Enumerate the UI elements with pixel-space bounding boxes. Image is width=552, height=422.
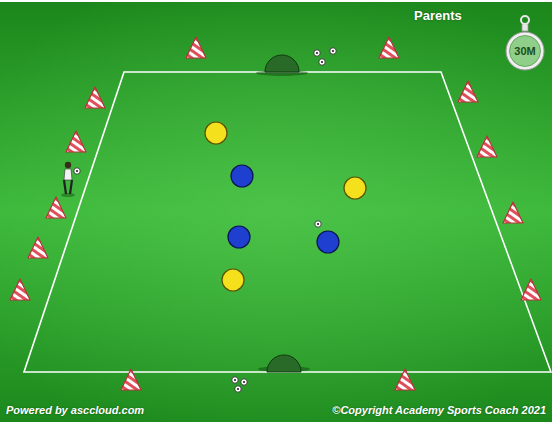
stopwatch-rim	[506, 32, 544, 70]
figure-shirt	[64, 169, 72, 180]
credit-watermark: Powered by asccloud.com	[6, 404, 144, 416]
ball	[314, 50, 320, 56]
yellow-player	[344, 177, 366, 199]
pitch-boundary	[24, 72, 551, 372]
goal	[267, 355, 301, 372]
figure-legs	[64, 180, 72, 194]
stopwatch-ring	[521, 16, 529, 24]
stopwatch-stem	[522, 24, 528, 31]
figure-head	[65, 162, 71, 168]
cone	[186, 37, 206, 58]
cone	[521, 279, 541, 300]
yellow-player	[222, 269, 244, 291]
cone	[503, 202, 523, 223]
top-edge-bar	[0, 0, 552, 2]
cone	[458, 81, 478, 102]
blue-player	[317, 231, 339, 253]
ball	[232, 377, 238, 383]
copyright-watermark: ©Copyright Academy Sports Coach 2021	[332, 404, 546, 416]
cone	[121, 369, 141, 390]
cone	[379, 37, 399, 58]
figure-shadow	[61, 193, 75, 197]
ball	[315, 221, 321, 227]
yellow-player	[205, 122, 227, 144]
cone	[46, 197, 66, 218]
stopwatch-dial	[510, 36, 541, 67]
cone	[66, 131, 86, 152]
timer-text: 30M	[514, 46, 535, 57]
ball	[235, 386, 241, 392]
cone	[28, 237, 48, 258]
cone	[85, 87, 105, 108]
audience-note: Parents	[414, 9, 462, 23]
stopwatch-crown	[521, 16, 529, 31]
ball	[319, 59, 325, 65]
ball	[330, 48, 336, 54]
cone	[477, 136, 497, 157]
cone	[395, 369, 415, 390]
ball	[241, 379, 247, 385]
cone	[10, 279, 30, 300]
blue-player	[228, 226, 250, 248]
coach-figure	[61, 162, 80, 197]
ball	[74, 168, 80, 174]
goal	[265, 55, 299, 72]
blue-player	[231, 165, 253, 187]
stopwatch-face: 30M	[505, 31, 545, 71]
